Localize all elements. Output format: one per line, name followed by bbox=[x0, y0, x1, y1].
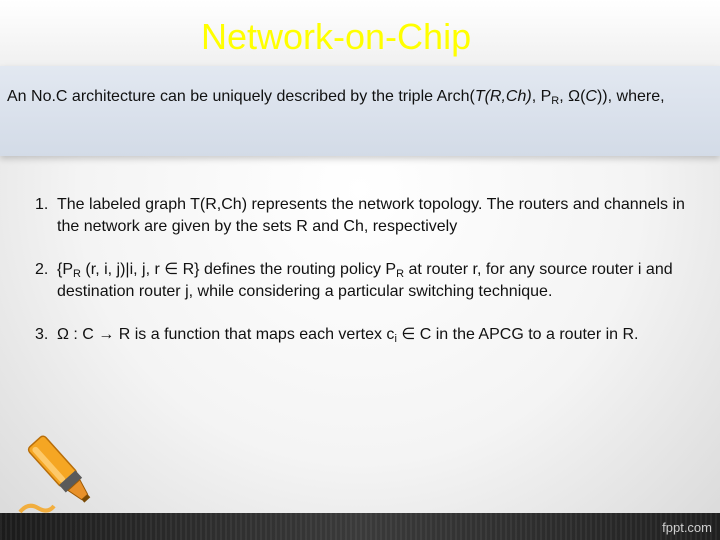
item3-part-a: Ω : C → R is a function that maps each v… bbox=[57, 326, 395, 343]
intro-part-3: , Ω( bbox=[559, 88, 586, 105]
list-number: 1. bbox=[35, 196, 49, 213]
intro-band bbox=[0, 66, 720, 156]
list-item-3: 3. Ω : C → R is a function that maps eac… bbox=[35, 324, 697, 346]
item3-part-b: ∈ C in the APCG to a router in R. bbox=[396, 326, 639, 343]
intro-part-2: , P bbox=[531, 88, 552, 105]
definition-list: 1. The labeled graph T(R,Ch) represents … bbox=[35, 194, 697, 367]
list-text: The labeled graph T(R,Ch) represents the… bbox=[57, 196, 685, 235]
list-item-2: 2. {PR (r, i, j)|i, j, r ∈ R} defines th… bbox=[35, 259, 697, 303]
list-text: {PR (r, i, j)|i, j, r ∈ R} defines the r… bbox=[57, 259, 697, 303]
item2-part-a: {P bbox=[57, 261, 74, 278]
intro-italic-2: C bbox=[585, 88, 597, 105]
intro-subscript: R bbox=[551, 95, 560, 107]
intro-text: An No.C architecture can be uniquely des… bbox=[7, 86, 712, 108]
item2-subscript-2: R bbox=[396, 268, 405, 280]
intro-part-1: An No.C architecture can be uniquely des… bbox=[7, 88, 475, 105]
list-text: Ω : C → R is a function that maps each v… bbox=[57, 324, 697, 346]
list-number: 3. bbox=[35, 326, 49, 343]
list-item-1: 1. The labeled graph T(R,Ch) represents … bbox=[35, 194, 697, 238]
intro-italic-1: T(R,Ch) bbox=[474, 88, 532, 105]
intro-part-4: )), where, bbox=[596, 88, 665, 105]
item2-part-b: (r, i, j)|i, j, r ∈ R} defines the routi… bbox=[80, 261, 397, 278]
item2-part-c: at router r, for any source router i and… bbox=[57, 261, 673, 300]
item2-subscript-1: R bbox=[73, 268, 81, 280]
slide-title: Network-on-Chip bbox=[201, 16, 472, 57]
title-band bbox=[0, 0, 720, 66]
highlighter-icon bbox=[18, 435, 91, 514]
item3-subscript: i bbox=[394, 333, 397, 345]
list-number: 2. bbox=[35, 261, 49, 278]
watermark: fppt.com bbox=[662, 520, 712, 535]
bottom-bar bbox=[0, 513, 720, 540]
